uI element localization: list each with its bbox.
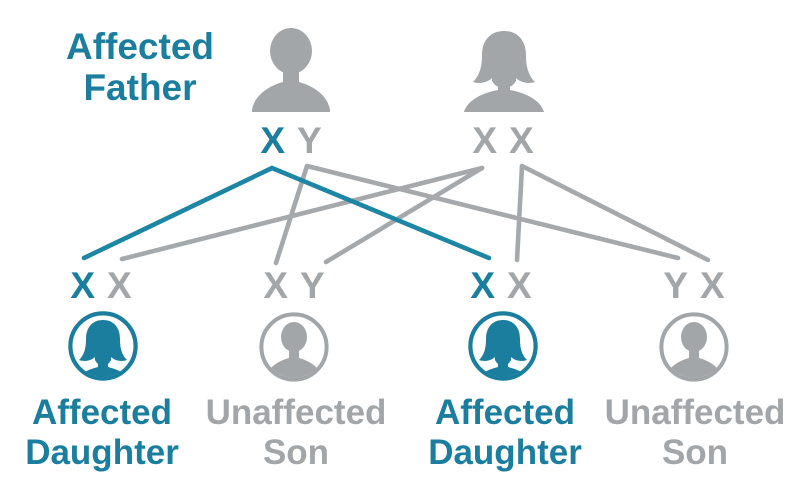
mother-icon [464,31,544,112]
father-allele-y: Y [297,120,322,161]
child1-avatar [68,311,138,386]
son-icon [659,312,729,382]
line-father-y-to-son2 [304,163,681,261]
child3-label-line2: Daughter [428,433,582,472]
child4-label: Unaffected Son [605,393,786,473]
daughter-icon [68,311,138,381]
child1-label: Affected Daughter [25,393,179,473]
daughter-icon [468,311,538,381]
child4-label-line1: Unaffected [604,393,786,432]
child4-genotype: Y X [663,267,724,304]
father-avatar [250,26,332,117]
child2-avatar [259,312,329,387]
child3-label-line1: Affected [434,393,576,432]
line-father-x-to-daughter2 [269,165,492,261]
mother-genotype: X X [472,122,533,159]
father-label-line1: Affected [65,26,215,67]
line-mother-x1-to-daughter1 [119,165,485,262]
child3-avatar [468,311,538,386]
child2-allele2: Y [300,265,325,306]
child4-allele2: X [700,265,725,306]
child4-label-line2: Son [661,433,729,472]
mother-allele-x1: X [472,120,497,161]
child2-label: Unaffected Son [206,393,387,473]
child2-allele1: X [263,265,288,306]
mother-avatar [461,26,551,117]
child2-label-line1: Unaffected [205,393,387,432]
child3-genotype: X X [470,267,531,304]
child1-label-line2: Daughter [25,433,179,472]
line-father-x-to-daughter1 [81,165,275,261]
father-label: Affected Father [66,26,214,108]
child1-allele2: X [107,265,132,306]
line-mother-x2-to-daughter2 [514,163,525,263]
father-genotype: X Y [260,122,321,159]
mother-allele-x2: X [509,120,534,161]
child1-genotype: X X [70,267,131,304]
child4-avatar [659,312,729,387]
child4-allele1: Y [663,265,688,306]
child3-label: Affected Daughter [428,393,582,473]
line-mother-x1-to-son1 [323,165,485,265]
child2-label-line2: Son [262,433,330,472]
father-allele-x: X [260,120,285,161]
father-label-line2: Father [83,67,197,108]
child3-allele1: X [470,265,495,306]
child1-label-line1: Affected [31,393,173,432]
son-icon [259,312,329,382]
father-icon [252,28,330,112]
line-mother-x2-to-son2 [519,163,711,263]
child3-allele2: X [507,265,532,306]
child1-allele1: X [70,265,95,306]
child2-genotype: X Y [263,267,324,304]
